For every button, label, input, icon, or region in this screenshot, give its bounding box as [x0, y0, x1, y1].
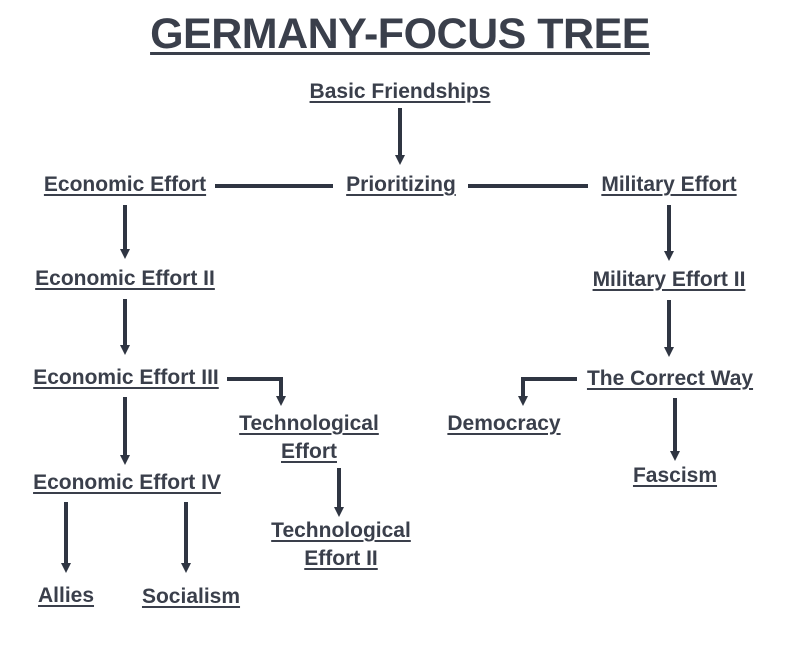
node-allies: Allies: [37, 584, 95, 607]
node-prioritizing: Prioritizing: [346, 173, 456, 196]
node-technological-effort-line2: Effort: [281, 440, 337, 463]
node-technological-effort-2-line2: Effort II: [304, 547, 378, 570]
node-technological-effort: Technological Effort: [224, 410, 394, 466]
node-economic-effort: Economic Effort: [43, 173, 207, 196]
node-technological-effort-line1: Technological: [239, 412, 379, 435]
node-the-correct-way: The Correct Way: [586, 367, 754, 390]
diagram-title: GERMANY-FOCUS TREE: [150, 10, 650, 58]
node-basic-friendships: Basic Friendships: [309, 80, 491, 103]
node-economic-effort-3: Economic Effort III: [33, 366, 219, 389]
node-democracy: Democracy: [447, 412, 561, 435]
node-fascism: Fascism: [632, 464, 718, 487]
node-socialism: Socialism: [141, 585, 241, 608]
arrow-economic3-to-technological: [227, 377, 286, 406]
node-technological-effort-2: Technological Effort II: [258, 517, 424, 573]
node-economic-effort-2: Economic Effort II: [35, 267, 215, 290]
node-economic-effort-4: Economic Effort IV: [33, 471, 221, 494]
node-military-effort: Military Effort: [601, 173, 737, 196]
arrow-correctway-to-democracy: [518, 377, 577, 406]
node-technological-effort-2-line1: Technological: [271, 519, 411, 542]
node-military-effort-2: Military Effort II: [592, 268, 746, 291]
